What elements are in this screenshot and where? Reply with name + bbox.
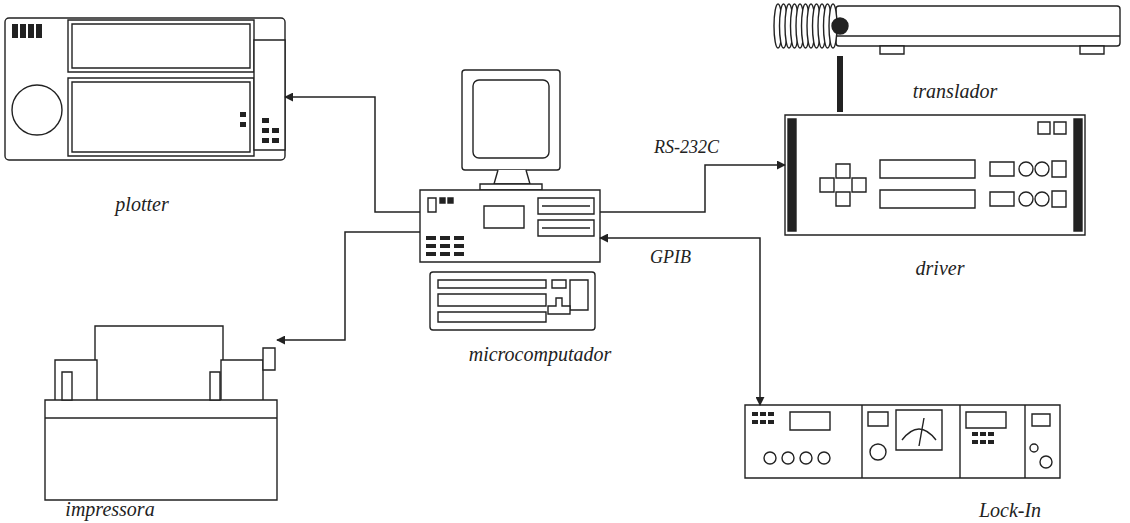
device-caption: driver bbox=[916, 257, 965, 279]
bellows-coil bbox=[774, 4, 837, 48]
plotter-drawing bbox=[5, 18, 285, 160]
drive-cable bbox=[837, 56, 843, 112]
lock-in-node: Lock-In bbox=[745, 405, 1060, 522]
driver-node: driver bbox=[785, 112, 1085, 277]
computer-node: microcomputador bbox=[420, 68, 600, 368]
plotter-node: plotter bbox=[5, 15, 285, 220]
translator-drawing bbox=[774, 4, 1120, 54]
interface-label: RS-232C bbox=[652, 138, 721, 158]
lock-in-drawing bbox=[745, 405, 1060, 478]
device-caption: Lock-In bbox=[979, 499, 1041, 521]
device-caption: translador bbox=[913, 80, 997, 102]
interface-label: GPIB bbox=[648, 248, 693, 268]
data-cable bbox=[600, 165, 785, 212]
printer-node: impressora bbox=[45, 322, 277, 521]
translator-node: translador bbox=[765, 0, 1120, 56]
data-cable bbox=[600, 238, 760, 405]
data-cable bbox=[285, 97, 420, 212]
device-caption: impressora bbox=[65, 498, 154, 520]
driver-drawing bbox=[785, 115, 1085, 235]
printer-drawing bbox=[45, 326, 277, 500]
device-caption: plotter bbox=[115, 193, 168, 215]
microcomputer-drawing bbox=[420, 70, 600, 330]
device-caption: microcomputador bbox=[469, 343, 612, 365]
data-cable bbox=[277, 232, 420, 340]
